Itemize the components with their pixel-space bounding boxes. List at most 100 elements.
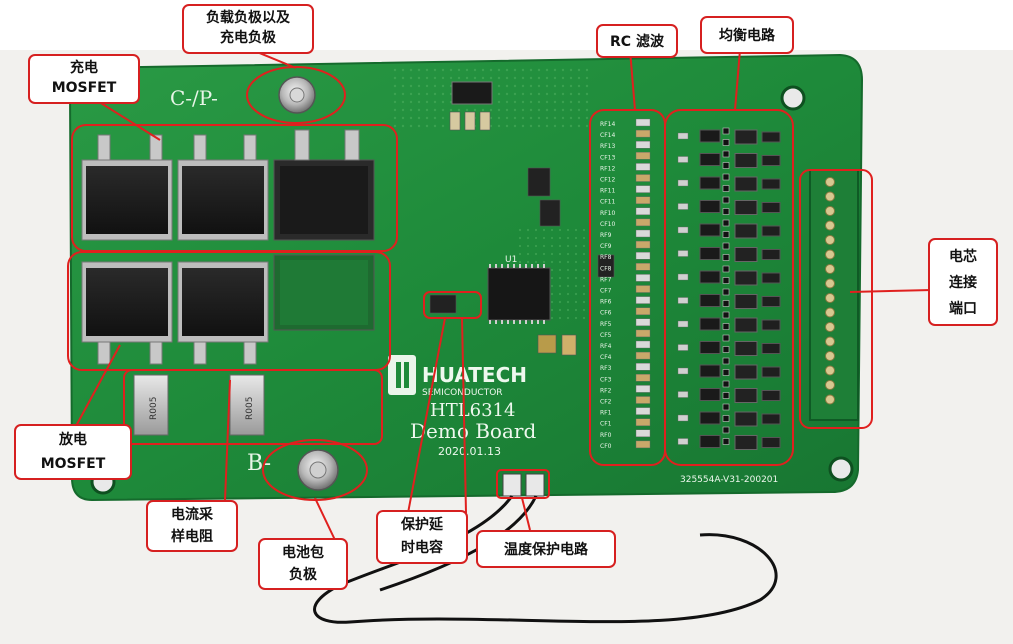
rc-component: [635, 163, 651, 171]
balance-capacitor: [677, 414, 689, 422]
rc-label: CF6: [600, 310, 612, 317]
header-pin: [722, 162, 730, 169]
annotation-battery-negative: 电池包 负极: [258, 538, 348, 590]
balance-mosfet: [699, 341, 721, 354]
connector-pad: [825, 380, 835, 390]
brand-sub-text: SEMICONDUCTOR: [422, 388, 503, 398]
balance-capacitor: [677, 250, 689, 257]
top-diode: [451, 81, 493, 105]
rc-filter-array: RF14CF14RF13CF13RF12CF12RF11CF11RF10CF10…: [600, 118, 651, 450]
balance-capacitor: [677, 273, 689, 281]
header-pin: [722, 185, 730, 192]
header-pin: [722, 438, 730, 445]
rc-label: CF2: [600, 399, 612, 406]
annotation-text: 端口: [949, 301, 977, 317]
balance-mosfet: [699, 200, 721, 213]
rc-label: CF11: [600, 199, 615, 206]
rc-label: CF1: [600, 421, 612, 428]
header-pin: [722, 139, 730, 146]
rc-component: [635, 296, 651, 304]
balance-resistor: [761, 437, 781, 448]
balance-resistor: [734, 364, 758, 380]
annotation-protection-delay: 保护延 时电容: [376, 510, 468, 564]
svg-text:R005: R005: [245, 397, 255, 420]
rc-component: [635, 229, 651, 238]
date-text: 2020.01.13: [438, 445, 501, 458]
cell-connector-header: [809, 169, 859, 421]
rc-label: RF7: [600, 276, 612, 283]
balance-resistor: [734, 435, 758, 450]
rc-label: RF13: [600, 143, 615, 150]
balance-resistor: [734, 294, 758, 309]
rc-component: [635, 307, 651, 315]
connector-pad: [825, 307, 835, 318]
rc-component: [635, 240, 651, 249]
rc-component: [635, 118, 651, 127]
balance-array: [677, 127, 781, 450]
rc-component: [635, 207, 651, 216]
header-pin: [722, 265, 730, 273]
annotation-text: 温度保护电路: [504, 542, 588, 558]
annotation-text: 电芯: [949, 249, 977, 265]
annotation-text: 负载负极以及: [206, 10, 290, 26]
annotation-text: 均衡电路: [719, 28, 775, 44]
balance-mosfet: [699, 270, 721, 284]
balance-mosfet: [699, 129, 721, 143]
annotation-discharge-mosfet: 放电 MOSFET: [14, 424, 132, 480]
rc-component: [635, 440, 651, 449]
rc-label: CF0: [600, 443, 612, 450]
rc-label: RF8: [600, 254, 612, 261]
subtitle-text: Demo Board: [410, 419, 536, 443]
rc-component: [635, 418, 651, 426]
brand-text: HUATECH: [422, 363, 527, 387]
header-pin: [722, 277, 730, 284]
silk-b-label: B-: [247, 451, 271, 476]
balance-capacitor: [677, 226, 689, 234]
header-pin: [722, 357, 730, 365]
annotation-text: 充电: [70, 60, 98, 76]
connector-pad: [825, 235, 835, 245]
main-ic: U1: [487, 255, 551, 324]
annotation-load-negative: 负载负极以及 充电负极: [182, 4, 314, 54]
balance-mosfet: [699, 223, 721, 237]
balance-resistor: [761, 296, 781, 307]
rc-component: [635, 374, 651, 382]
header-pin: [722, 392, 730, 399]
balance-resistor: [734, 176, 758, 192]
annotation-text: RC 滤波: [610, 34, 664, 50]
rc-component: [635, 185, 651, 193]
connector-pad: [825, 264, 835, 274]
rc-component: [635, 174, 651, 182]
annotation-cell-connector: 电芯 连接 端口: [928, 238, 998, 326]
rc-label: RF1: [600, 410, 612, 417]
discharge-mosfets: [81, 254, 375, 365]
connector-pad: [825, 278, 835, 289]
rc-component: [635, 140, 651, 149]
rc-component: [635, 407, 651, 415]
connector-pad: [825, 177, 835, 187]
balance-capacitor: [677, 156, 689, 163]
balance-resistor: [761, 343, 781, 354]
balance-resistor: [734, 341, 758, 356]
rc-component: [635, 218, 651, 227]
rc-label: RF14: [600, 121, 615, 128]
serial-text: 325554A-V31-200201: [680, 475, 778, 485]
balance-capacitor: [677, 344, 689, 351]
connector-pad: [825, 191, 835, 202]
annotation-text: 电池包: [282, 545, 324, 561]
rc-label: RF3: [600, 365, 612, 372]
balance-resistor: [734, 247, 758, 262]
header-pin: [722, 426, 730, 434]
balance-mosfet: [699, 294, 721, 307]
rc-label: CF12: [600, 177, 615, 184]
balance-capacitor: [677, 438, 689, 445]
balance-mosfet: [699, 388, 721, 401]
header-pin: [722, 173, 730, 181]
header-pin: [722, 231, 730, 238]
rc-label: RF0: [600, 432, 612, 439]
rc-label: RF10: [600, 210, 615, 217]
header-pin: [722, 219, 730, 227]
small-components: [429, 111, 615, 356]
header-pin: [722, 323, 730, 330]
svg-text:U1: U1: [505, 255, 517, 265]
